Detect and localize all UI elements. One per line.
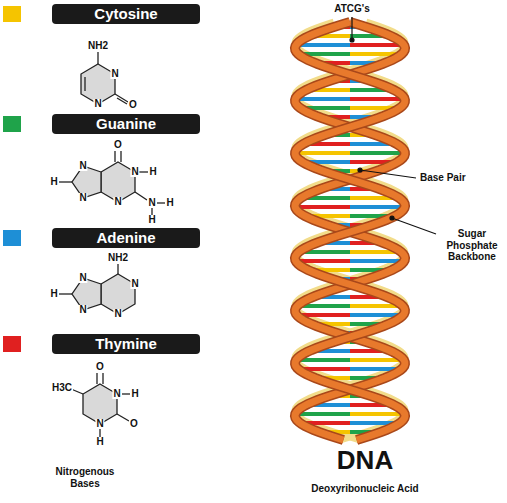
bond bbox=[157, 202, 165, 203]
atom-label: H bbox=[130, 389, 139, 399]
atom-label: N bbox=[78, 193, 87, 203]
atom-label: N bbox=[112, 389, 121, 399]
leader-line bbox=[392, 218, 436, 234]
bond bbox=[135, 192, 147, 200]
double-bond bbox=[84, 77, 85, 91]
leader-lines bbox=[350, 17, 436, 234]
bond bbox=[117, 414, 129, 421]
base-pair-half bbox=[295, 205, 350, 209]
callout-label: ATCG's bbox=[322, 3, 382, 15]
leader-dot bbox=[358, 168, 362, 172]
atom-label: NH2 bbox=[87, 41, 109, 51]
base-name-bar: Adenine bbox=[52, 228, 200, 248]
atom-label: H bbox=[95, 437, 104, 447]
leader-dot bbox=[350, 38, 354, 42]
atom-label: N bbox=[113, 309, 122, 319]
title: DNA bbox=[265, 446, 465, 476]
atom-label: N bbox=[110, 69, 119, 79]
callout-label: Base Pair bbox=[420, 172, 466, 184]
color-swatch bbox=[3, 230, 21, 246]
atom-label: N bbox=[78, 161, 87, 171]
backbone-outline bbox=[295, 22, 405, 440]
leader-dot bbox=[390, 216, 394, 220]
base-pair-half bbox=[350, 97, 405, 101]
base-pair-half bbox=[350, 151, 405, 155]
atom-label: N bbox=[93, 99, 102, 109]
atom-label: O bbox=[113, 140, 123, 150]
section-label: Nitrogenous Bases bbox=[45, 466, 125, 489]
base-pair-half bbox=[295, 97, 350, 101]
inner-ribbon bbox=[295, 22, 405, 440]
atom-label: N bbox=[113, 197, 122, 207]
inner-ribbon bbox=[295, 22, 405, 440]
leader-line bbox=[351, 17, 352, 40]
atom-label: H bbox=[165, 198, 174, 208]
callout-label: Sugar Phosphate Backbone bbox=[440, 228, 504, 263]
bond bbox=[97, 52, 98, 64]
bond bbox=[117, 98, 127, 104]
color-swatch bbox=[3, 116, 21, 132]
atom-label: H bbox=[147, 215, 156, 225]
caption: Deoxyribonucleic Acid bbox=[265, 483, 465, 495]
base-name-bar: Cytosine bbox=[52, 4, 200, 24]
bond bbox=[102, 373, 103, 384]
bond bbox=[59, 293, 72, 294]
bond bbox=[122, 393, 130, 394]
atom-label: N bbox=[95, 419, 104, 429]
base-pair-half bbox=[295, 412, 350, 416]
color-swatch bbox=[3, 336, 21, 352]
atom-label: H bbox=[49, 289, 58, 299]
bond bbox=[59, 181, 72, 182]
leader-line bbox=[360, 170, 416, 178]
base-name-bar: Guanine bbox=[52, 114, 200, 134]
atom-label: H3C bbox=[51, 383, 73, 393]
atom-label: O bbox=[129, 419, 139, 429]
atom-label: N bbox=[78, 273, 87, 283]
sugar-phosphate-backbone bbox=[295, 22, 405, 440]
atom-label: O bbox=[128, 100, 138, 110]
base-name-bar: Thymine bbox=[52, 334, 200, 354]
base-pair-half bbox=[350, 205, 405, 209]
atom-label: N bbox=[78, 305, 87, 315]
bond bbox=[120, 151, 121, 162]
atom-label: N bbox=[147, 198, 156, 208]
bond bbox=[117, 264, 118, 274]
atom-label: NH2 bbox=[107, 253, 129, 263]
bond bbox=[99, 429, 100, 437]
bond bbox=[114, 151, 115, 162]
atom-label: N bbox=[130, 167, 139, 177]
base-pair-half bbox=[350, 412, 405, 416]
color-swatch bbox=[3, 6, 21, 22]
atom-label: N bbox=[130, 279, 139, 289]
atom-label: O bbox=[95, 362, 105, 372]
backbone-outline bbox=[295, 22, 405, 440]
dna-helix bbox=[295, 22, 405, 440]
base-pair-half bbox=[295, 151, 350, 155]
atom-label: H bbox=[148, 167, 157, 177]
bond bbox=[151, 207, 152, 215]
bond bbox=[96, 373, 97, 384]
atom-label: H bbox=[49, 177, 58, 187]
sugar-phosphate-backbone bbox=[295, 22, 405, 440]
